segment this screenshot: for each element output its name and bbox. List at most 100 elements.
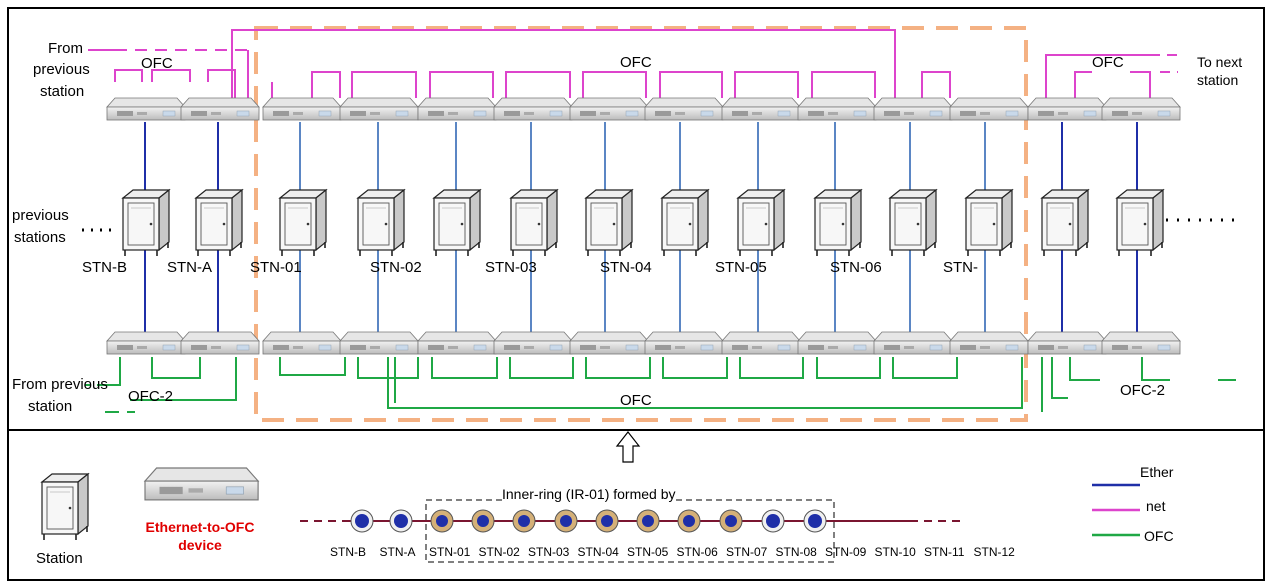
ring-node-core <box>477 515 489 527</box>
ring-node-core <box>725 515 737 527</box>
ring-station-label: STN-08 <box>775 545 817 559</box>
legend-device-label-2: device <box>178 537 222 553</box>
legend-device-label-1: Ethernet-to-OFC <box>145 519 255 535</box>
station-rack-icon <box>889 189 937 257</box>
bottom-right-ofc2: OFC-2 <box>1120 382 1165 399</box>
switch-device-icon <box>797 331 877 355</box>
from-previous-bottom: From previous <box>12 376 108 393</box>
switch-device-icon <box>417 97 497 121</box>
ring-station-label: STN-03 <box>528 545 570 559</box>
ring-station-label: STN-A <box>379 545 416 559</box>
switch-device-icon <box>493 97 573 121</box>
ring-station-label: STN-06 <box>676 545 718 559</box>
ring-node-core <box>808 514 822 528</box>
legend-ofc-label: OFC <box>1144 528 1174 544</box>
switch-device-icon <box>180 97 260 121</box>
ring-station-label: STN-05 <box>627 545 669 559</box>
switch-device-icon <box>262 97 342 121</box>
station-label-stn-02: STN-02 <box>370 259 422 276</box>
switch-device-icon <box>873 97 953 121</box>
switch-device-icon <box>1027 331 1107 355</box>
top-left-ofc-label: OFC <box>141 55 173 72</box>
station-label-stn-01: STN-01 <box>250 259 302 276</box>
ring-node-core <box>766 514 780 528</box>
station-rack-icon <box>195 189 243 257</box>
ring-node-core <box>601 515 613 527</box>
switch-device-icon <box>949 331 1029 355</box>
ring-node-core <box>394 514 408 528</box>
station-rack-icon <box>1041 189 1089 257</box>
ring-station-label: STN-01 <box>429 545 471 559</box>
outer-frame <box>7 7 1265 581</box>
station-label-stn-03: STN-03 <box>485 259 537 276</box>
top-right-ofc-label: OFC <box>1092 54 1124 71</box>
top-ofc-links <box>88 29 1178 98</box>
to-next-station-1: To next <box>1197 54 1243 70</box>
ring-station-label: STN-10 <box>874 545 916 559</box>
switch-device-icon <box>1027 97 1107 121</box>
bottom-ofc-links <box>85 357 1236 413</box>
switch-device-icon <box>873 331 953 355</box>
ring-node-core <box>642 515 654 527</box>
ring-node-core <box>560 515 572 527</box>
station-label-stn-7: STN- <box>943 259 978 276</box>
legend-station-label: Station <box>36 550 83 567</box>
switch-device-icon <box>339 97 419 121</box>
ring-node-core <box>436 515 448 527</box>
up-arrow-icon <box>615 431 641 463</box>
station-rack-icon <box>122 189 170 257</box>
ring-node-core <box>683 515 695 527</box>
legend-net-label: net <box>1146 498 1166 514</box>
ring-nodes <box>350 509 827 533</box>
switch-device-icon <box>1101 97 1181 121</box>
top-center-ofc-label: OFC <box>620 54 652 71</box>
switch-device-icon <box>721 331 801 355</box>
station-rack-icon <box>41 473 89 541</box>
inner-ring-caption: Inner-ring (IR-01) formed by <box>502 486 676 503</box>
switch-device-icon <box>144 467 259 501</box>
station-label-stn-06: STN-06 <box>830 259 882 276</box>
station-bottom-left: station <box>28 398 73 415</box>
station-rack-icon <box>661 189 709 257</box>
switch-device-icon <box>180 331 260 355</box>
switch-device-icon <box>569 331 649 355</box>
switch-device-icon <box>106 97 186 121</box>
switch-device-icon <box>797 97 877 121</box>
to-next-station-2: station <box>1197 72 1239 88</box>
station-label-stn-b: STN-B <box>82 259 127 276</box>
switch-device-icon <box>493 331 573 355</box>
station-rack-icon <box>279 189 327 257</box>
station-rack-icon <box>585 189 633 257</box>
bottom-left-ofc2: OFC-2 <box>128 388 173 405</box>
switch-device-icon <box>644 331 724 355</box>
switch-device-icon <box>721 97 801 121</box>
from-previous-top-1: From <box>48 40 83 57</box>
bottom-center-ofc: OFC <box>620 392 652 409</box>
ring-station-label: STN-12 <box>973 545 1015 559</box>
ring-station-label: STN-11 <box>924 545 965 559</box>
from-previous-top-3: station <box>40 83 85 100</box>
switch-device-icon <box>1101 331 1181 355</box>
ring-station-label: STN-04 <box>577 545 619 559</box>
ring-node-core <box>518 515 530 527</box>
legend-device <box>144 467 259 501</box>
previous-stations-1: previous <box>12 207 69 224</box>
from-previous-top-2: previous <box>33 61 90 78</box>
bottom-switches <box>106 331 1181 355</box>
highlight-box <box>254 26 1028 422</box>
legend-ether-label: Ether <box>1140 464 1174 480</box>
previous-stations-2: stations <box>14 229 66 246</box>
ring-station-label: STN-07 <box>726 545 768 559</box>
station-racks <box>122 189 1164 257</box>
switch-device-icon <box>339 331 419 355</box>
station-rack-icon <box>965 189 1013 257</box>
station-rack-icon <box>737 189 785 257</box>
ring-node-core <box>355 514 369 528</box>
station-label-stn-04: STN-04 <box>600 259 652 276</box>
switch-device-icon <box>644 97 724 121</box>
station-rack-icon <box>357 189 405 257</box>
station-rack-icon <box>814 189 862 257</box>
station-rack-icon <box>1116 189 1164 257</box>
switch-device-icon <box>417 331 497 355</box>
